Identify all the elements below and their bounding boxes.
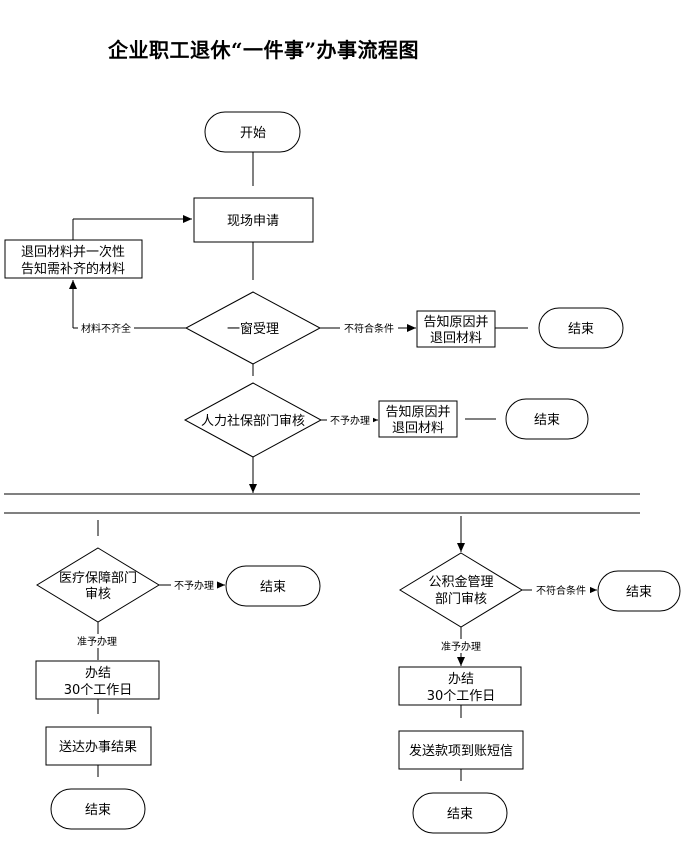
end-terminal-2 [505, 398, 589, 440]
fund-review-diamond [399, 552, 523, 628]
notify-return-box-2 [378, 400, 458, 438]
medical-done-label-1: 办结 [85, 666, 111, 681]
notify-return-1-label-2: 退回材料 [430, 331, 482, 346]
notify-return-2-label-2: 退回材料 [392, 421, 444, 436]
hr-review-label: 人力社保部门审核 [201, 413, 305, 429]
medical-review-label-1: 医疗保障部门 [59, 571, 137, 586]
return-materials-label-2: 告知需补齐的材料 [21, 261, 125, 277]
edge-label-not-eligible-2: 不符合条件 [536, 584, 586, 597]
end-terminal-1 [538, 307, 624, 349]
end-terminal-3 [225, 565, 321, 607]
start-label: 开始 [240, 126, 266, 141]
deliver-result-label: 送达办事结果 [59, 740, 137, 755]
edge-label-approved-1: 准予办理 [77, 635, 117, 648]
fund-review-label-2: 部门审核 [435, 592, 487, 607]
medical-review-label-2: 审核 [85, 587, 111, 602]
page-title: 企业职工退休“一件事”办事流程图 [108, 38, 420, 62]
end-5-label: 结束 [626, 585, 652, 600]
apply-label: 现场申请 [227, 214, 279, 229]
notify-return-box-1 [416, 310, 496, 348]
end-terminal-5 [597, 570, 681, 612]
edge-label-not-approved-1: 不予办理 [330, 414, 370, 427]
medical-done-label-2: 30个工作日 [64, 683, 133, 698]
fund-review-label-1: 公积金管理 [428, 574, 493, 590]
fund-done-label-1: 办结 [448, 672, 474, 687]
end-terminal-4 [50, 788, 146, 830]
end-2-label: 结束 [534, 413, 560, 428]
edge-label-not-eligible-1: 不符合条件 [344, 322, 394, 335]
return-materials-label-1: 退回材料并一次性 [21, 244, 125, 260]
end-6-label: 结束 [447, 807, 473, 822]
fund-done-box [398, 666, 522, 706]
end-terminal-6 [412, 792, 508, 834]
edge-label-materials-incomplete: 材料不齐全 [81, 322, 131, 335]
end-4-label: 结束 [85, 803, 111, 818]
notify-return-2-label-1: 告知原因并 [385, 404, 450, 420]
end-1-label: 结束 [568, 322, 594, 337]
fund-done-label-2: 30个工作日 [427, 689, 496, 704]
edge-label-not-approved-2: 不予办理 [174, 579, 214, 592]
notify-return-1-label-1: 告知原因并 [423, 314, 488, 330]
send-sms-label: 发送款项到账短信 [409, 743, 513, 759]
end-3-label: 结束 [260, 580, 286, 595]
window-accept-label: 一窗受理 [227, 321, 279, 337]
edge-label-approved-2: 准予办理 [441, 640, 481, 653]
